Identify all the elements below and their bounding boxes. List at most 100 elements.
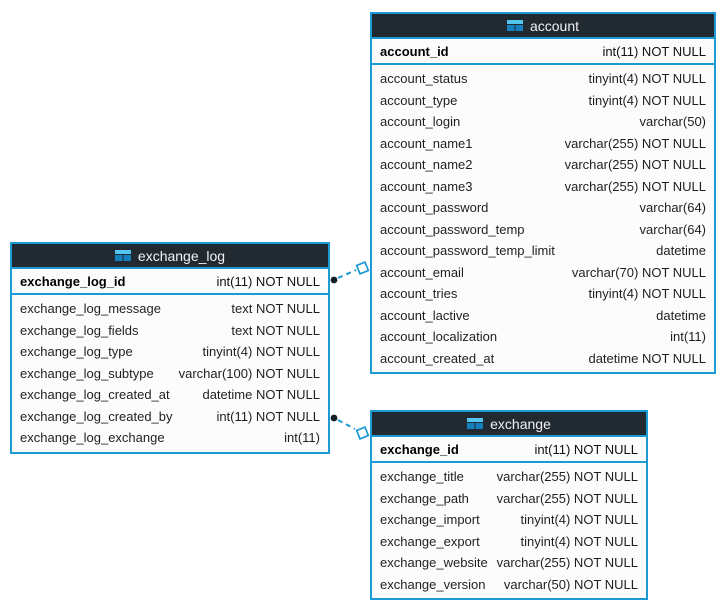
column-row: account_login varchar(50) xyxy=(372,111,714,133)
column-name: account_created_at xyxy=(380,350,495,366)
column-row: account_password_temp_limit datetime xyxy=(372,240,714,262)
column-type: tinyint(4) NOT NULL xyxy=(588,92,706,108)
table-title: exchange_log xyxy=(137,247,226,264)
column-rows: exchange_title varchar(255) NOT NULL exch… xyxy=(372,463,646,598)
column-type: varchar(255) NOT NULL xyxy=(496,469,638,485)
table-grid-icon xyxy=(467,418,484,429)
column-row: exchange_title varchar(255) NOT NULL xyxy=(372,466,646,488)
column-type: varchar(255) NOT NULL xyxy=(564,135,706,151)
column-type: datetime xyxy=(656,307,706,323)
table-exchange-log[interactable]: exchange_log exchange_log_id int(11) NOT… xyxy=(10,242,330,454)
column-type: varchar(255) NOT NULL xyxy=(564,157,706,173)
column-row: exchange_log_message text NOT NULL xyxy=(12,298,328,320)
relation-dot-marker xyxy=(330,414,338,422)
table-exchange-header[interactable]: exchange xyxy=(372,412,646,437)
column-type: varchar(50) xyxy=(639,114,706,130)
table-exchange-log-header[interactable]: exchange_log xyxy=(12,244,328,269)
table-grid-icon xyxy=(114,250,131,261)
column-row: exchange_path varchar(255) NOT NULL xyxy=(372,488,646,510)
column-row: exchange_version varchar(50) NOT NULL xyxy=(372,574,646,596)
relation-diamond-marker xyxy=(355,426,370,440)
column-name: exchange_log_type xyxy=(20,344,133,360)
column-row: account_lactive datetime xyxy=(372,305,714,327)
column-name: exchange_path xyxy=(380,490,469,506)
column-row: account_name3 varchar(255) NOT NULL xyxy=(372,176,714,198)
column-row: exchange_log_created_at datetime NOT NULL xyxy=(12,384,328,406)
column-row: account_localization int(11) xyxy=(372,326,714,348)
column-row: exchange_import tinyint(4) NOT NULL xyxy=(372,509,646,531)
table-grid-icon xyxy=(506,20,523,31)
column-type: tinyint(4) NOT NULL xyxy=(520,512,638,528)
column-type: datetime xyxy=(656,243,706,259)
column-rows: account_status tinyint(4) NOT NULL accoun… xyxy=(372,65,714,372)
primary-key-row: account_id int(11) NOT NULL xyxy=(372,39,714,65)
column-type: tinyint(4) NOT NULL xyxy=(588,286,706,302)
column-name: exchange_website xyxy=(380,555,488,571)
column-type: varchar(100) NOT NULL xyxy=(178,365,320,381)
column-type: varchar(255) NOT NULL xyxy=(564,178,706,194)
column-name: exchange_log_fields xyxy=(20,322,139,338)
column-name: exchange_log_message xyxy=(20,301,161,317)
column-name: exchange_version xyxy=(380,576,486,592)
table-title: exchange xyxy=(490,415,551,432)
column-type: varchar(64) xyxy=(639,200,706,216)
column-name: account_lactive xyxy=(380,307,470,323)
column-rows: exchange_log_message text NOT NULL exchan… xyxy=(12,295,328,452)
column-name: account_id xyxy=(380,43,449,59)
table-exchange[interactable]: exchange exchange_id int(11) NOT NULL ex… xyxy=(370,410,648,600)
column-name: exchange_import xyxy=(380,512,480,528)
column-name: account_name3 xyxy=(380,178,473,194)
table-account-header[interactable]: account xyxy=(372,14,714,39)
column-type: varchar(255) NOT NULL xyxy=(496,555,638,571)
column-name: account_localization xyxy=(380,329,498,345)
column-row: account_created_at datetime NOT NULL xyxy=(372,348,714,370)
column-type: int(11) xyxy=(284,430,320,446)
column-name: exchange_export xyxy=(380,533,480,549)
relation-line[interactable] xyxy=(337,269,357,279)
column-type: datetime NOT NULL xyxy=(202,387,320,403)
relation-line[interactable] xyxy=(337,419,356,430)
column-name: exchange_log_subtype xyxy=(20,365,154,381)
column-name: account_name2 xyxy=(380,157,473,173)
column-name: exchange_log_created_by xyxy=(20,408,173,424)
column-type: text NOT NULL xyxy=(231,301,320,317)
column-name: account_name1 xyxy=(380,135,473,151)
column-type: tinyint(4) NOT NULL xyxy=(588,71,706,87)
column-name: account_password_temp xyxy=(380,221,525,237)
primary-key-row: exchange_id int(11) NOT NULL xyxy=(372,437,646,463)
column-name: account_login xyxy=(380,114,461,130)
primary-key-row: exchange_log_id int(11) NOT NULL xyxy=(12,269,328,295)
column-type: int(11) NOT NULL xyxy=(602,43,706,59)
column-type: tinyint(4) NOT NULL xyxy=(202,344,320,360)
table-title: account xyxy=(529,17,580,34)
column-type: varchar(50) NOT NULL xyxy=(503,576,638,592)
column-type: int(11) xyxy=(670,329,706,345)
column-row: account_password varchar(64) xyxy=(372,197,714,219)
column-name: account_password xyxy=(380,200,489,216)
column-type: varchar(255) NOT NULL xyxy=(496,490,638,506)
column-row: account_name1 varchar(255) NOT NULL xyxy=(372,133,714,155)
column-row: account_status tinyint(4) NOT NULL xyxy=(372,68,714,90)
column-row: exchange_log_subtype varchar(100) NOT NUL… xyxy=(12,363,328,385)
column-name: exchange_id xyxy=(380,441,459,457)
column-type: int(11) NOT NULL xyxy=(216,273,320,289)
column-type: varchar(70) NOT NULL xyxy=(571,264,706,280)
relation-exchange-log-exchange[interactable] xyxy=(330,414,370,440)
relation-diamond-marker xyxy=(355,261,370,275)
relation-exchange-log-account[interactable] xyxy=(330,261,370,284)
column-name: exchange_log_created_at xyxy=(20,387,170,403)
column-name: account_password_temp_limit xyxy=(380,243,555,259)
column-name: account_status xyxy=(380,71,468,87)
column-name: exchange_title xyxy=(380,469,464,485)
column-row: account_name2 varchar(255) NOT NULL xyxy=(372,154,714,176)
column-type: datetime NOT NULL xyxy=(588,350,706,366)
table-account[interactable]: account account_id int(11) NOT NULL acco… xyxy=(370,12,716,374)
column-name: account_tries xyxy=(380,286,458,302)
